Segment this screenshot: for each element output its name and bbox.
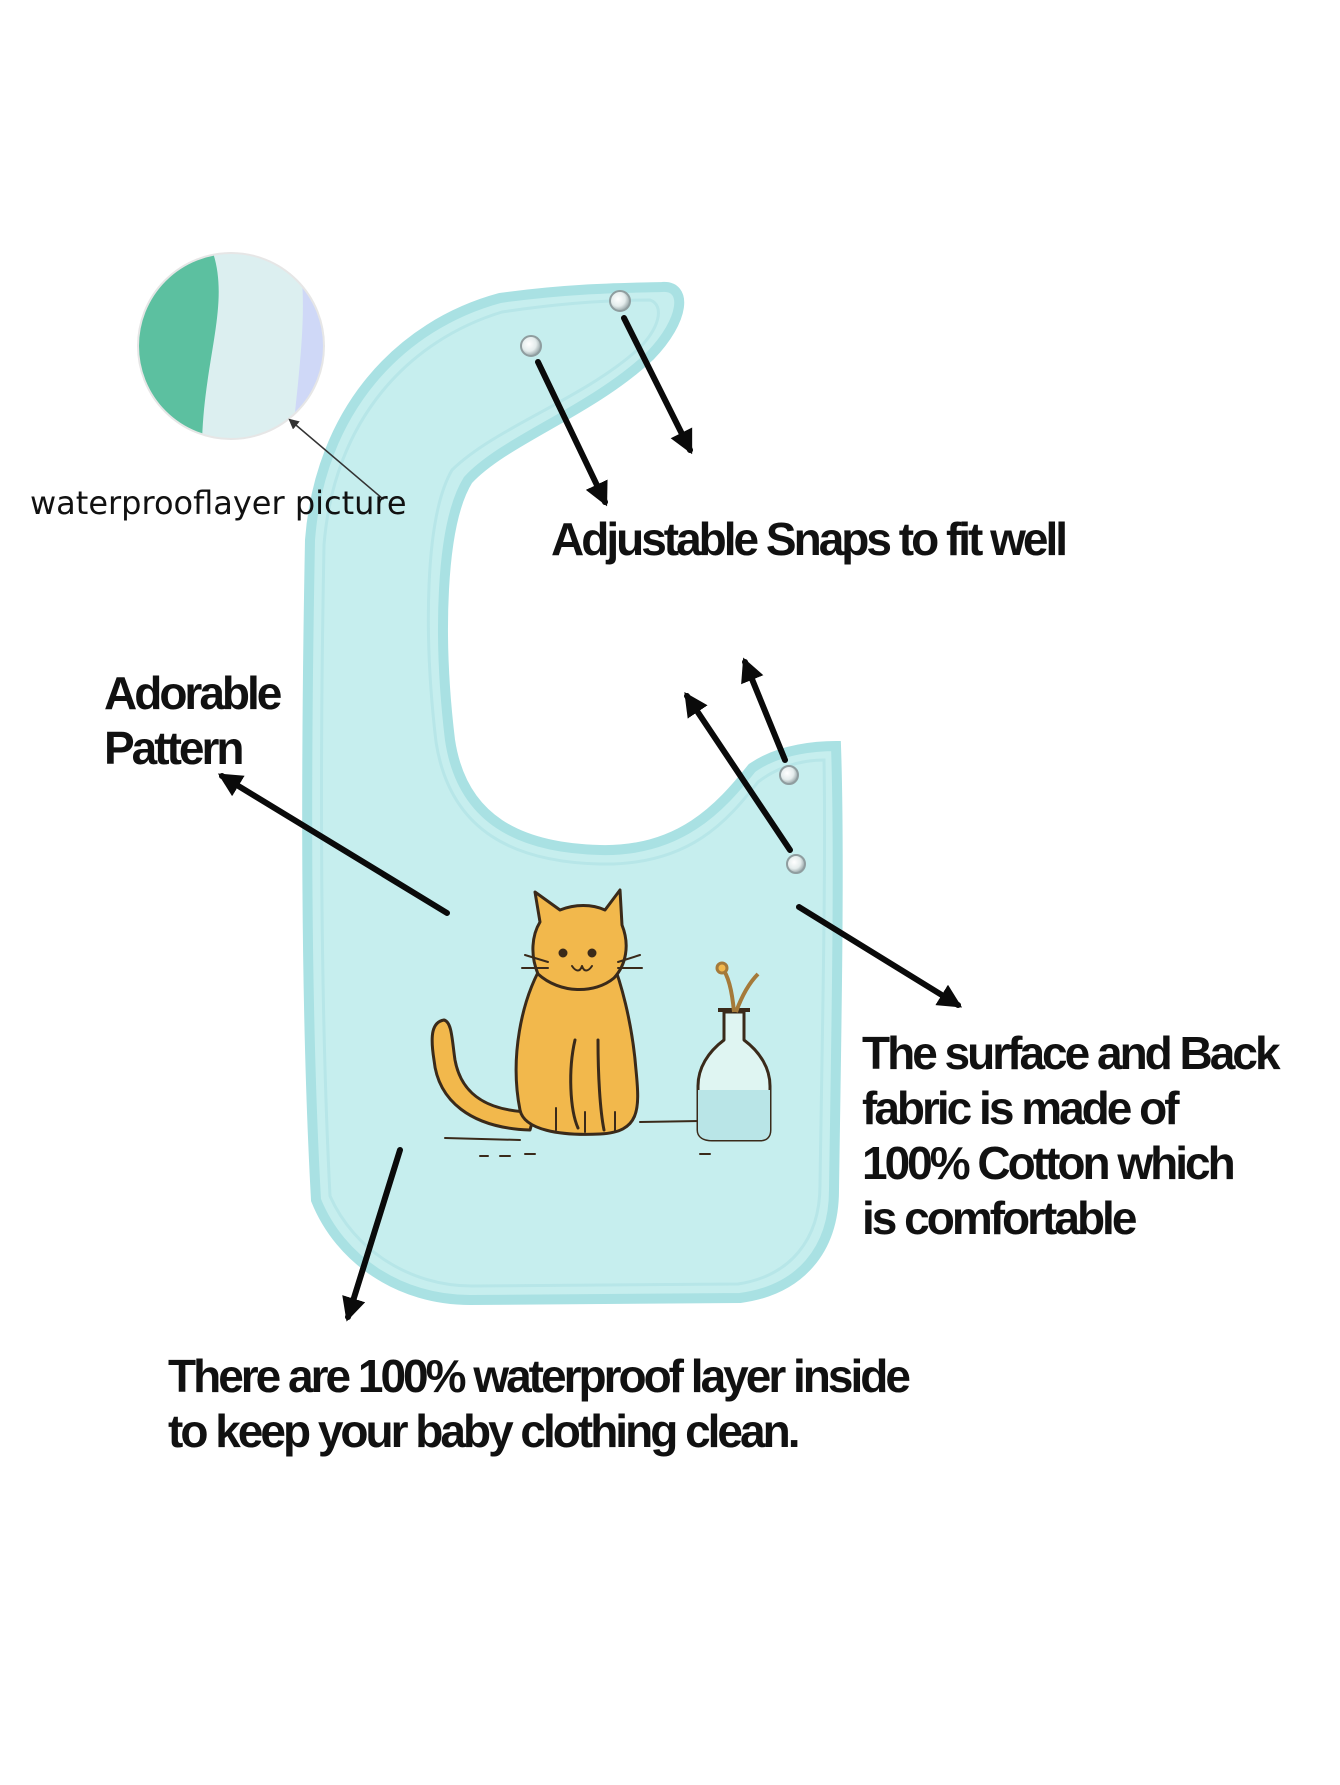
snap-icon [609,290,631,312]
pattern-label-line: Pattern [104,722,244,774]
arrow-swatch [288,418,384,500]
arrow-snap-1 [535,359,608,507]
bottle-icon [696,961,772,1142]
pattern-label: Adorable Pattern [104,666,282,776]
arrow-snap-2 [621,315,693,455]
arrows [217,315,963,1322]
arrow-snap-4 [684,692,793,853]
cotton-label: The surface and Back fabric is made of 1… [862,1026,1281,1246]
arrow-pattern [217,773,450,916]
arrow-cotton [796,904,963,1008]
snaps-label: Adjustable Snaps to fit well [551,513,1068,565]
waterproof-layer-label: There are 100% waterproof layer inside t… [168,1349,911,1459]
waterproof-picture-label: waterprooflayer picture [30,484,407,522]
fabric-swatch-icon [137,252,325,440]
waterproof-label-line: There are 100% waterproof layer inside [168,1350,911,1402]
arrow-waterproof [342,1147,403,1322]
snap-icon [520,335,542,357]
cat-head [531,888,628,991]
cat-body [514,958,640,1136]
cotton-label-line: is comfortable [862,1192,1137,1244]
cotton-label-line: 100% Cotton which [862,1137,1236,1189]
cotton-label-line: The surface and Back [862,1027,1281,1079]
arrow-snap-3 [741,657,788,763]
cat-icon [430,888,711,1157]
cat-tail [430,1018,537,1132]
cotton-label-line: fabric is made of [862,1082,1180,1134]
bib-stitch [320,298,827,1288]
pattern-label-line: Adorable [104,667,282,719]
snap-icon [779,765,799,785]
waterproof-label-line: to keep your baby clothing clean. [168,1405,800,1457]
snap-icon [786,854,806,874]
